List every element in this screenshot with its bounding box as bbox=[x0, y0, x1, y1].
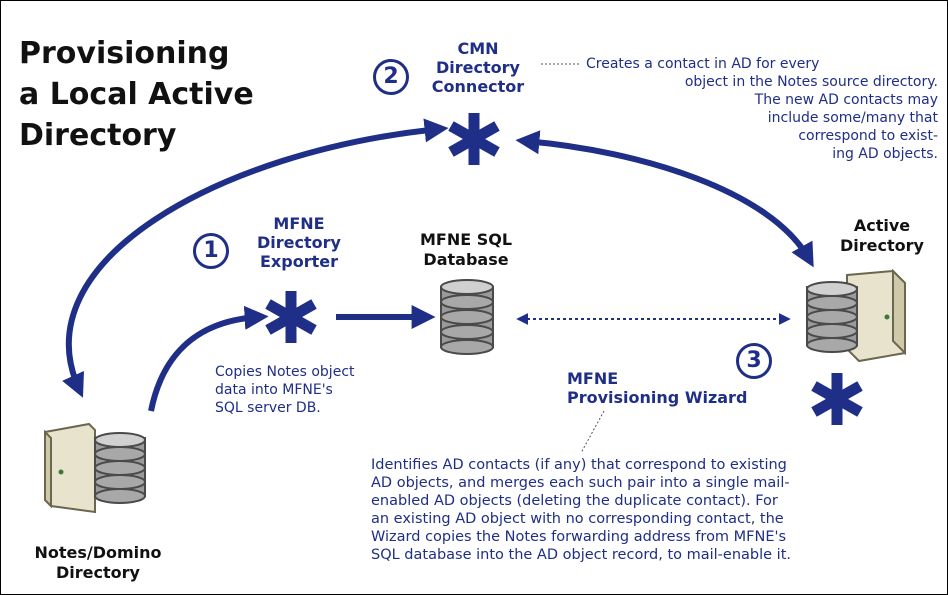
directory-exporter-label: MFNE Directory Exporter bbox=[257, 214, 341, 271]
asterisk-icon bbox=[265, 291, 317, 343]
arrow-connector-to-notes bbox=[62, 118, 449, 398]
step-1-badge: 1 bbox=[193, 233, 229, 269]
directory-exporter-description: Copies Notes object data into MFNE's SQL… bbox=[215, 364, 355, 416]
asterisk-icon bbox=[811, 373, 863, 425]
diagram-title: Provisioning a Local Active Directory bbox=[19, 36, 254, 153]
active-directory-label: Active Directory bbox=[840, 216, 924, 255]
notes-domino-label: Notes/Domino Directory bbox=[34, 543, 162, 582]
provisioning-wizard-label: MFNE Provisioning Wizard bbox=[567, 369, 748, 407]
step-3-badge: 3 bbox=[736, 343, 772, 379]
leader-wizard bbox=[580, 410, 605, 454]
arrow-notes-to-exporter bbox=[148, 305, 269, 412]
asterisk-icon bbox=[448, 113, 500, 165]
step-2-badge: 2 bbox=[373, 59, 409, 95]
arrow-connector-to-ad bbox=[515, 130, 814, 268]
server-icon bbox=[44, 422, 146, 514]
cmn-connector-label: CMN Directory Connector bbox=[431, 39, 525, 96]
database-icon bbox=[440, 279, 494, 355]
cmn-connector-description: Creates a contact in AD for every object… bbox=[586, 56, 938, 162]
provisioning-wizard-description: Identifies AD contacts (if any) that cor… bbox=[371, 457, 791, 563]
server-icon bbox=[806, 269, 906, 363]
sql-database-label: MFNE SQL Database bbox=[419, 230, 513, 269]
